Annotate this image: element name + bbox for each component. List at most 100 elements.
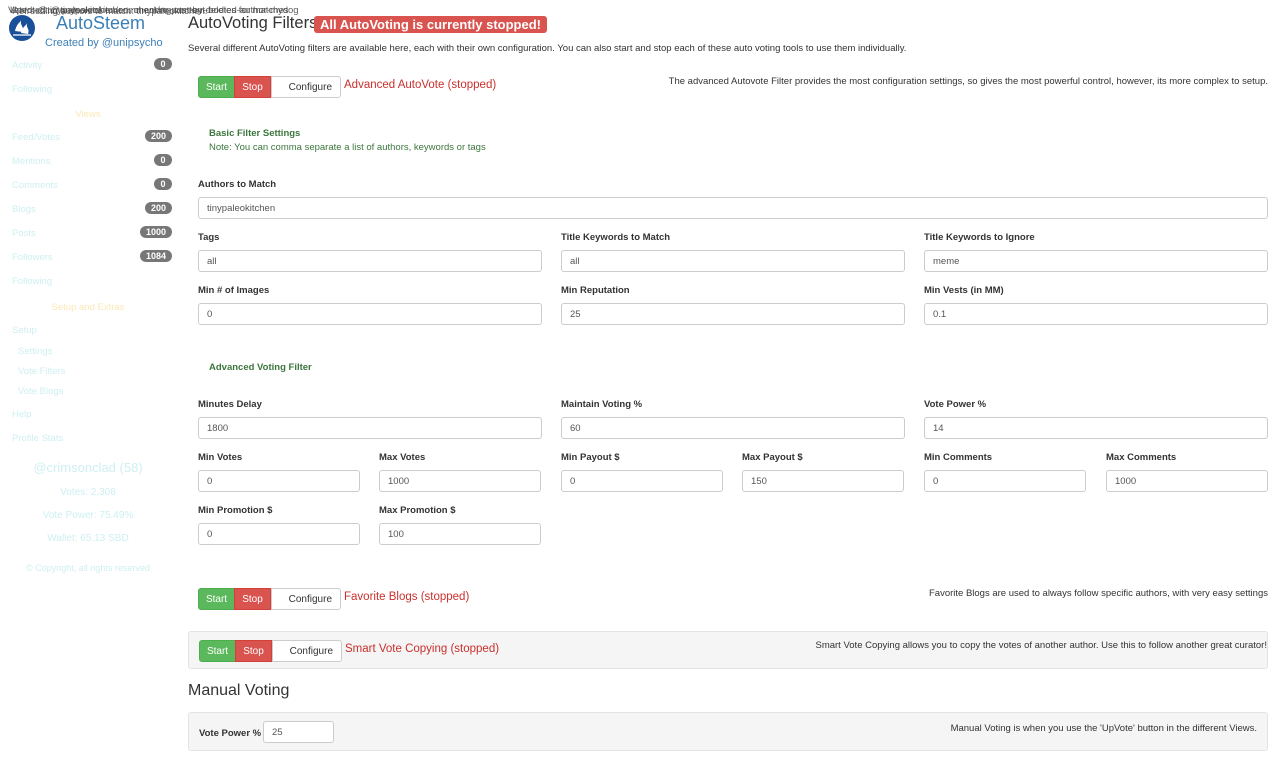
- vote-power-input[interactable]: 14: [924, 417, 1268, 439]
- sidebar-item-label: Posts: [12, 228, 36, 239]
- sidebar-item-label: Setup: [12, 325, 37, 336]
- max-payout-label: Max Payout $: [742, 452, 803, 463]
- sidebar-item-profile-stats[interactable]: Profile Stats: [12, 431, 172, 447]
- copyright: © Copyright, all rights reserved: [26, 563, 150, 573]
- ticker-line: Upvoted: @tinypaleokitchen, checking con…: [10, 5, 289, 16]
- steem-logo-icon: [9, 15, 35, 41]
- sidebar-item-following-view[interactable]: Following: [12, 274, 172, 290]
- sidebar-item-label: Following: [12, 84, 53, 95]
- advanced-filter-header: Advanced Voting Filter: [209, 362, 312, 373]
- favorite-blogs-controls: Start Stop Configure Favorite Blogs (sto…: [198, 588, 1268, 610]
- basic-filter-header: Basic Filter Settings: [209, 128, 301, 139]
- min-promotion-label: Min Promotion $: [198, 505, 273, 516]
- smart-vote-status[interactable]: Smart Vote Copying (stopped): [345, 643, 500, 655]
- minutes-delay-input[interactable]: 1800: [198, 417, 542, 439]
- smart-vote-panel: Start Stop Configure Smart Vote Copying …: [188, 631, 1268, 669]
- start-button[interactable]: Start: [198, 588, 235, 610]
- basic-filter-note: Note: You can comma separate a list of a…: [209, 142, 486, 153]
- sidebar-item-settings[interactable]: Settings: [12, 344, 172, 360]
- sidebar-item-label: Blogs: [12, 204, 36, 215]
- min-vests-label: Min Vests (in MM): [924, 285, 1004, 296]
- app-title: AutoSteem: [56, 13, 146, 33]
- start-button[interactable]: Start: [199, 640, 236, 662]
- max-promotion-input[interactable]: 100: [379, 523, 541, 545]
- smart-vote-help: Smart Vote Copying allows you to copy th…: [815, 640, 1267, 651]
- votes-stat: Votes: 2,308: [60, 487, 116, 498]
- sidebar-item-label: Vote Filters: [18, 366, 66, 377]
- status-ticker: Voted: @tinypaleokitchen/comment/re-post…: [8, 5, 328, 17]
- manual-vote-power-label: Vote Power %: [199, 728, 262, 739]
- title-ignore-label: Title Keywords to Ignore: [924, 232, 1035, 243]
- stop-button[interactable]: Stop: [234, 76, 271, 98]
- app-subtitle: Created by @unipsycho: [45, 37, 163, 49]
- sidebar-item-activity[interactable]: Activity 0: [12, 58, 172, 74]
- sidebar-item-label: Help: [12, 409, 32, 420]
- min-reputation-input[interactable]: 25: [561, 303, 905, 325]
- count-badge: 1000: [139, 226, 172, 238]
- min-images-input[interactable]: 0: [198, 303, 542, 325]
- manual-voting-panel: Vote Power % 25 Manual Voting is when yo…: [188, 712, 1268, 751]
- sidebar-item-help[interactable]: Help: [12, 407, 172, 423]
- configure-button[interactable]: Configure: [271, 588, 341, 610]
- sidebar-item-label: Following: [12, 276, 53, 287]
- favorite-blogs-status[interactable]: Favorite Blogs (stopped): [344, 591, 470, 603]
- sidebar-item-label: Followers: [12, 252, 53, 263]
- stop-button[interactable]: Stop: [234, 588, 271, 610]
- stop-button[interactable]: Stop: [235, 640, 272, 662]
- count-badge: 0: [154, 178, 172, 190]
- user-name: @crimsonclad (58): [33, 460, 143, 475]
- title-match-input[interactable]: all: [561, 250, 905, 272]
- title-ignore-input[interactable]: meme: [924, 250, 1268, 272]
- tags-input[interactable]: all: [198, 250, 542, 272]
- sidebar-item-vote-filters[interactable]: Vote Filters: [12, 364, 172, 380]
- sidebar-item-label: Comments: [12, 180, 58, 191]
- favorite-blogs-help: Favorite Blogs are used to always follow…: [929, 588, 1268, 599]
- sidebar-item-comments[interactable]: Comments 0: [12, 178, 172, 194]
- advanced-autovote-controls: Start Stop Configure Advanced AutoVote (…: [198, 76, 1268, 98]
- views-header: Views: [75, 109, 101, 120]
- manual-vote-power-input[interactable]: 25: [263, 721, 334, 743]
- advanced-autovote-help: The advanced Autovote Filter provides th…: [668, 76, 1268, 87]
- manual-voting-title: Manual Voting: [188, 682, 290, 699]
- configure-button[interactable]: Configure: [272, 640, 342, 662]
- max-comments-input[interactable]: 1000: [1106, 470, 1268, 492]
- min-reputation-label: Min Reputation: [561, 285, 630, 296]
- sidebar-item-label: Feed/Votes: [12, 132, 61, 143]
- configure-button[interactable]: Configure: [271, 76, 341, 98]
- sidebar-item-posts[interactable]: Posts 1000: [12, 226, 172, 242]
- min-comments-input[interactable]: 0: [924, 470, 1086, 492]
- min-promotion-input[interactable]: 0: [198, 523, 360, 545]
- sidebar-item-vote-blogs[interactable]: Vote Blogs: [12, 384, 172, 400]
- authors-label: Authors to Match: [198, 179, 277, 190]
- min-vests-input[interactable]: 0.1: [924, 303, 1268, 325]
- min-votes-input[interactable]: 0: [198, 470, 360, 492]
- ticker-line: Refreshing authors to match: tinypaleoki…: [12, 6, 208, 17]
- min-votes-label: Min Votes: [198, 452, 243, 463]
- sidebar-item-label: Mentions: [12, 156, 51, 167]
- advanced-autovote-status[interactable]: Advanced AutoVote (stopped): [344, 79, 497, 91]
- sidebar-item-feed[interactable]: Feed/Votes 200: [12, 130, 172, 146]
- min-payout-input[interactable]: 0: [561, 470, 723, 492]
- min-payout-label: Min Payout $: [561, 452, 620, 463]
- sidebar-item-label: Activity: [12, 60, 43, 71]
- sidebar-item-label: Vote Blogs: [18, 386, 64, 397]
- vote-power-stat: Vote Power: 75.49%: [42, 510, 134, 521]
- count-badge: 0: [154, 154, 172, 166]
- authors-input[interactable]: tinypaleokitchen: [198, 197, 1268, 219]
- sidebar-item-setup[interactable]: Setup: [12, 323, 172, 339]
- stopped-alert-badge: All AutoVoting is currently stopped!: [314, 16, 547, 33]
- maintain-voting-label: Maintain Voting %: [561, 399, 643, 410]
- title-match-label: Title Keywords to Match: [561, 232, 671, 243]
- maintain-voting-input[interactable]: 60: [561, 417, 905, 439]
- start-button[interactable]: Start: [198, 76, 235, 98]
- smart-vote-controls: Start Stop Configure Smart Vote Copying …: [199, 640, 1267, 662]
- sidebar-item-mentions[interactable]: Mentions 0: [12, 154, 172, 170]
- setup-header: Setup and Extras: [51, 302, 125, 313]
- brand[interactable]: AutoSteem Created by @unipsycho: [8, 12, 178, 52]
- max-payout-input[interactable]: 150: [742, 470, 904, 492]
- sidebar-item-label: Profile Stats: [12, 433, 64, 444]
- sidebar-item-blogs[interactable]: Blogs 200: [12, 202, 172, 218]
- sidebar-item-following[interactable]: Following: [12, 82, 172, 98]
- sidebar-item-followers[interactable]: Followers 1084: [12, 250, 172, 266]
- max-votes-input[interactable]: 1000: [379, 470, 541, 492]
